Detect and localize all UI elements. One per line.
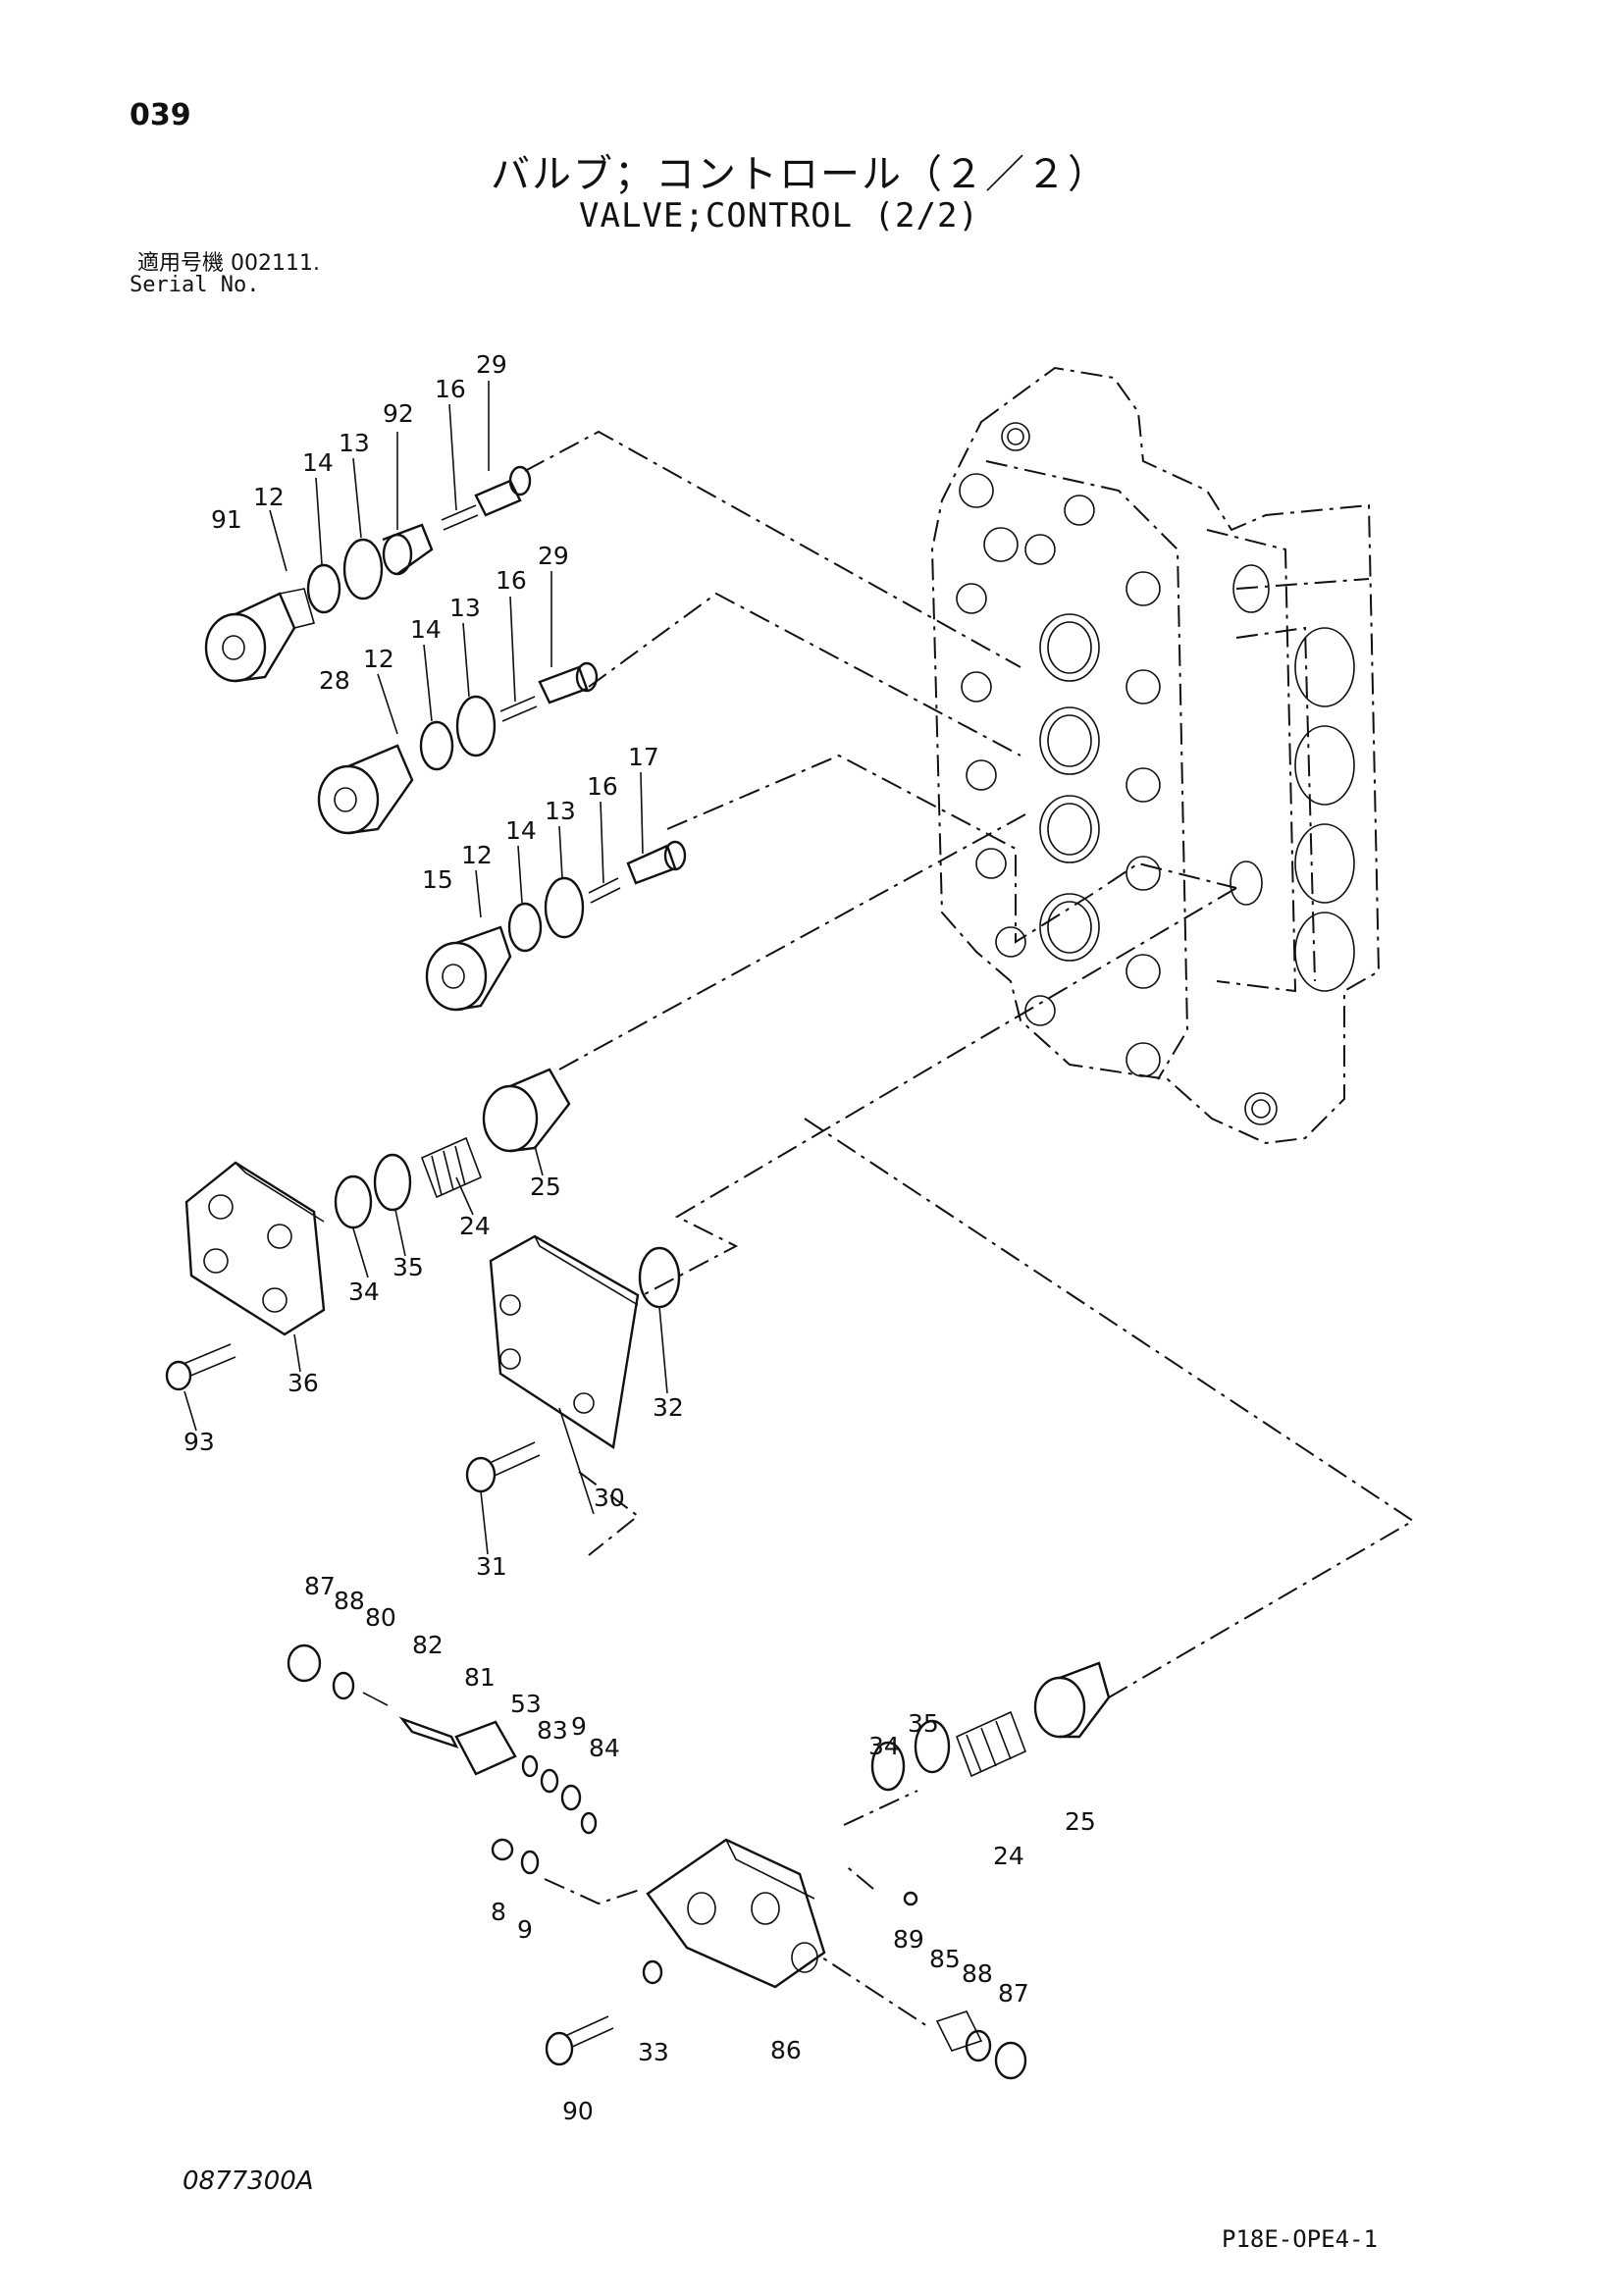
callout-29: 29 [476, 350, 507, 379]
part-group-6 [287, 1644, 598, 1875]
drawing-code: 0877300A [183, 2166, 314, 2196]
callout-9: 9 [517, 1915, 533, 1944]
callout-14: 14 [302, 448, 334, 477]
callout-82: 82 [412, 1631, 444, 1659]
callout-81: 81 [464, 1663, 496, 1692]
callout-31: 31 [476, 1552, 507, 1581]
callout-12: 12 [461, 841, 493, 869]
callout-35: 35 [908, 1709, 939, 1738]
callout-labels: 29 16 92 13 14 12 91 29 16 13 14 12 28 1… [183, 350, 1096, 2125]
callout-34: 34 [348, 1278, 380, 1306]
callout-29: 29 [538, 542, 569, 570]
callout-17: 17 [628, 743, 659, 771]
part-group-7 [545, 1661, 1111, 2080]
callout-8: 8 [491, 1898, 506, 1926]
callout-30: 30 [594, 1484, 625, 1512]
callout-leaders [183, 381, 668, 1555]
callout-87: 87 [304, 1572, 336, 1600]
callout-12: 12 [253, 483, 285, 511]
callout-25: 25 [1065, 1807, 1096, 1836]
callout-14: 14 [505, 816, 537, 845]
callout-15: 15 [422, 865, 453, 894]
callout-90: 90 [562, 2097, 594, 2125]
callout-32: 32 [653, 1393, 684, 1422]
callout-84: 84 [589, 1734, 620, 1762]
callout-91: 91 [211, 505, 242, 534]
callout-88: 88 [334, 1587, 365, 1615]
callout-34: 34 [868, 1732, 900, 1760]
title-japanese: バルブ；コントロール（２／２） [491, 152, 1109, 197]
callout-16: 16 [587, 772, 618, 801]
callout-35: 35 [393, 1253, 424, 1281]
callout-80: 80 [365, 1603, 396, 1632]
part-group-5 [465, 1234, 681, 1493]
callout-85: 85 [929, 1945, 961, 1973]
callout-83: 83 [537, 1716, 568, 1745]
callout-89: 89 [893, 1925, 924, 1954]
callout-16: 16 [496, 566, 527, 595]
sheet-code: P18E-OPE4-1 [1222, 2225, 1378, 2253]
callout-13: 13 [339, 429, 370, 457]
title-english: VALVE;CONTROL (2/2) [579, 196, 979, 235]
callout-24: 24 [993, 1842, 1024, 1870]
callout-92: 92 [383, 399, 414, 428]
page-number: 039 [130, 98, 191, 132]
valve-housing-drawing [930, 366, 1381, 1145]
callout-13: 13 [545, 797, 576, 825]
callout-13: 13 [449, 594, 481, 622]
callout-33: 33 [638, 2038, 669, 2066]
callout-53: 53 [510, 1690, 542, 1718]
callout-25: 25 [530, 1173, 561, 1201]
callout-86: 86 [770, 2036, 802, 2064]
callout-36: 36 [288, 1369, 319, 1397]
callout-28: 28 [319, 666, 350, 695]
part-group-4 [165, 1068, 571, 1391]
serial-label-japanese: 適用号機 002111. [137, 251, 320, 276]
callout-14: 14 [410, 615, 442, 644]
callout-87: 87 [998, 1979, 1029, 2008]
callout-88: 88 [962, 1959, 993, 1988]
part-group-1 [204, 465, 532, 683]
assembly-leader-lines [524, 430, 1415, 2027]
callout-16: 16 [435, 375, 466, 403]
part-group-2 [317, 661, 599, 835]
callout-93: 93 [183, 1428, 215, 1456]
callout-9: 9 [571, 1712, 587, 1741]
callout-12: 12 [363, 645, 394, 673]
serial-label-english: Serial No. [130, 273, 260, 297]
callout-24: 24 [459, 1212, 491, 1240]
part-group-3 [425, 840, 687, 1012]
